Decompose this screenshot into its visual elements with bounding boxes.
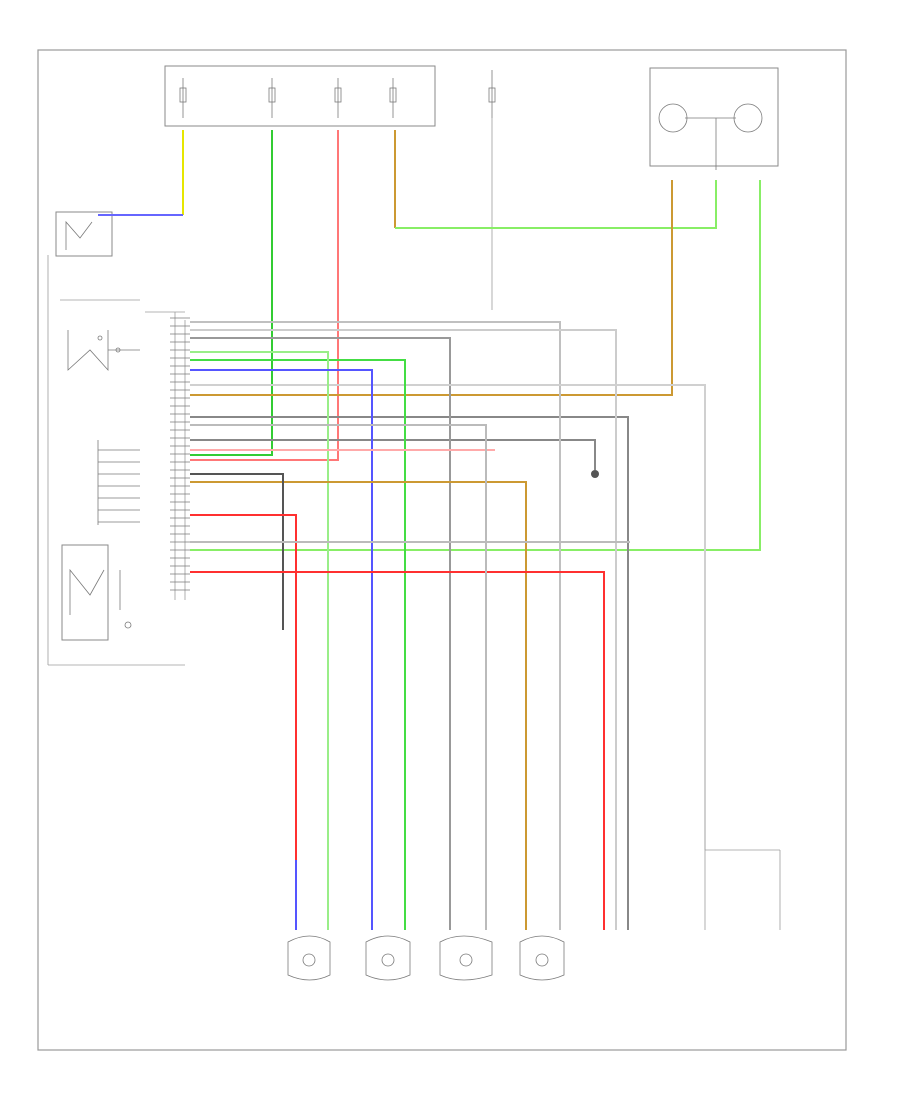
- wire-red-rr: [190, 514, 297, 860]
- sensor-right-rear: [287, 935, 331, 981]
- diagram-frame: [37, 49, 847, 1051]
- wire-tan-meter: [190, 180, 673, 396]
- wire-pink-fuse3: [190, 130, 339, 461]
- control-module: [47, 211, 186, 666]
- main-connector: [145, 311, 190, 600]
- wire-lgreen-meter: [190, 180, 761, 551]
- fuse-block: [164, 65, 436, 127]
- wire-gray-2: [190, 439, 596, 470]
- wire-blue-rf: [190, 369, 373, 930]
- fuse-1: [179, 78, 187, 118]
- wire-green-fuse2: [190, 130, 273, 456]
- ground-symbol: [591, 470, 599, 478]
- fuse-5: [488, 70, 496, 310]
- wire-green-rf: [190, 359, 406, 930]
- combination-meter: [649, 67, 779, 170]
- wire-lgreen-rr: [190, 351, 329, 930]
- sensor-left-front: [519, 935, 565, 981]
- fuse-3: [334, 78, 342, 118]
- wire-lgray-1: [190, 321, 561, 930]
- fuse-2: [268, 78, 276, 118]
- wire-lgray-2: [190, 329, 617, 930]
- wire-gray-3: [190, 337, 451, 930]
- wire-tan-lf: [190, 481, 527, 930]
- wire-gray-1: [190, 416, 629, 930]
- connector-pins: [97, 440, 140, 525]
- wire-lgray-4: [190, 424, 487, 930]
- wires: [98, 130, 761, 930]
- fuse-4: [389, 78, 397, 118]
- wire-lgray-3: [190, 384, 706, 850]
- sensor-left-rear: [439, 935, 493, 981]
- wire-red-brake: [190, 571, 605, 930]
- wire-dark: [190, 473, 284, 630]
- right-connectors: [704, 849, 781, 930]
- wire-lgreen-top: [395, 180, 717, 229]
- sensor-right-front: [365, 935, 411, 981]
